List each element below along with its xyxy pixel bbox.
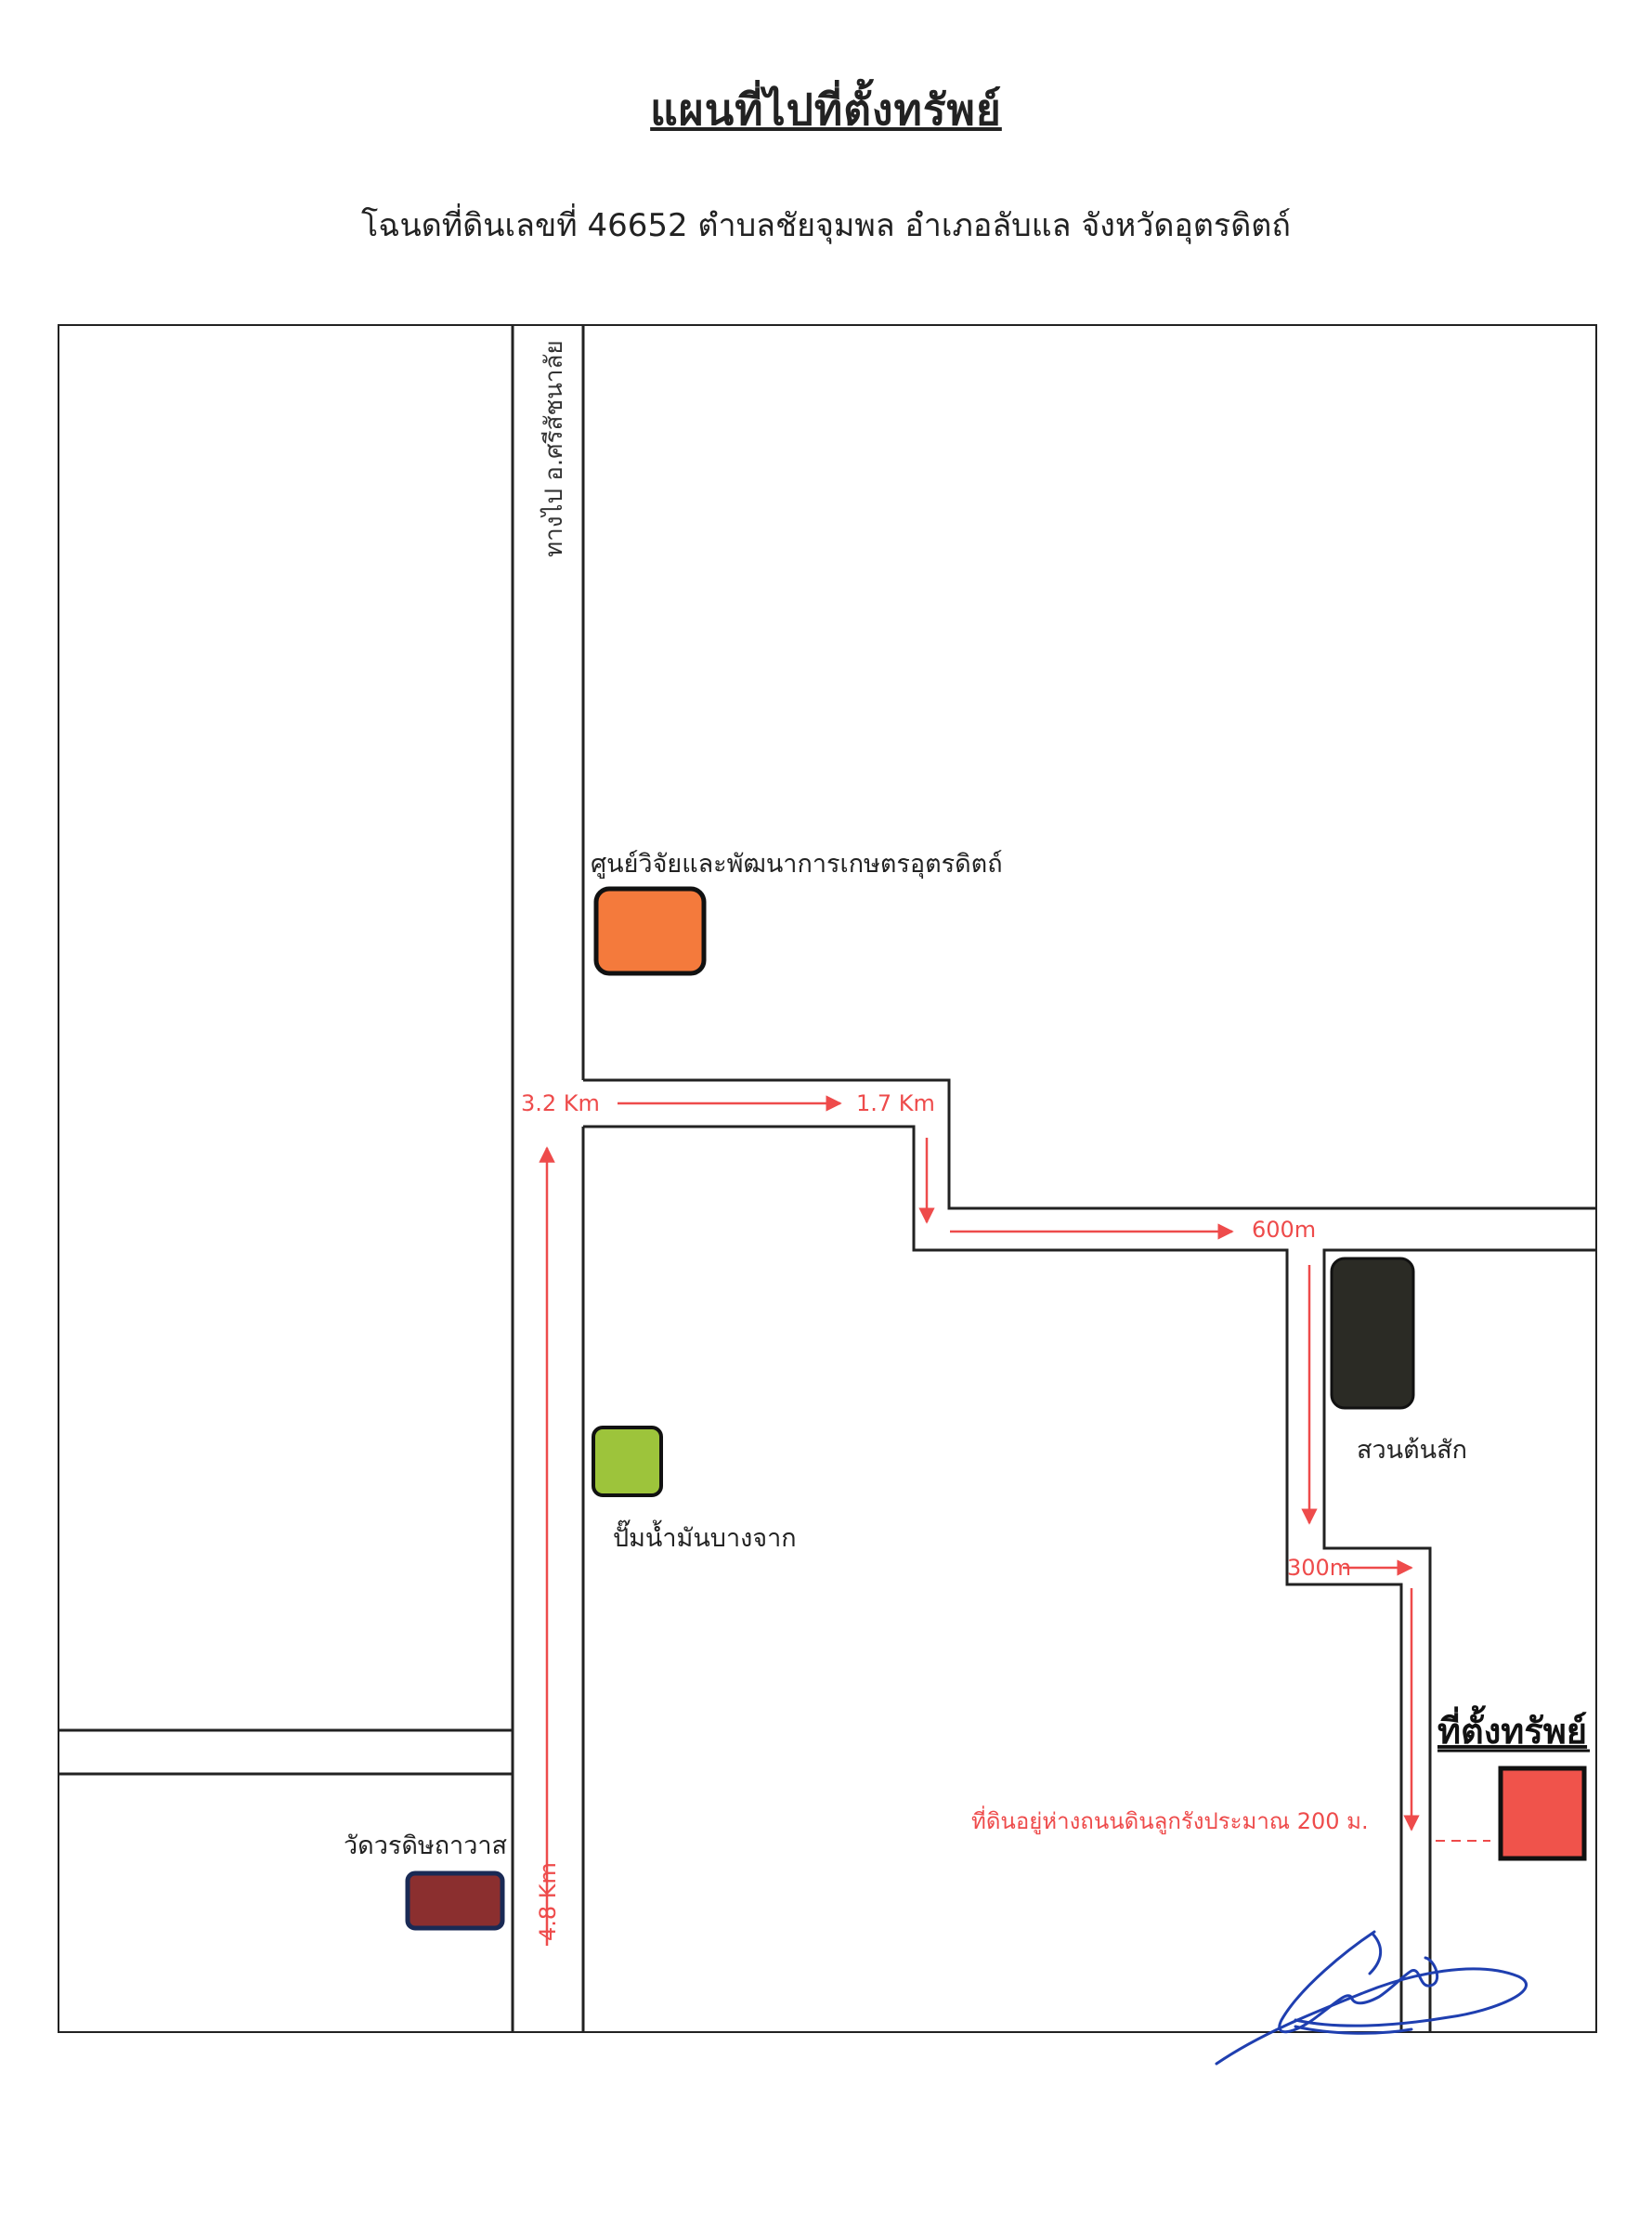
property-marker — [1498, 1766, 1587, 1861]
road-label: ทางไป อ.ศรีสัชนาลัย — [540, 340, 568, 557]
research-center-marker — [593, 886, 707, 976]
distance-label: 600m — [1252, 1217, 1316, 1243]
distance-label: 3.2 Km — [521, 1090, 600, 1116]
landmark-label: สวนต้นสัก — [1357, 1436, 1467, 1465]
deed-description: โฉนดที่ดินเลขที่ 46652 ตำบลชัยจุมพล อำเภ… — [361, 207, 1291, 244]
road-edge — [1322, 1248, 1596, 2032]
distance-label: 300m — [1287, 1555, 1351, 1581]
road-edge — [583, 1125, 1403, 2032]
map-frame — [58, 324, 1597, 2033]
landmark-label: วัดวรดิษถาวาส — [344, 1831, 507, 1860]
distance-label: 4.8 Km — [535, 1862, 561, 1941]
landmark-label: ปั๊มน้ำมันบางจาก — [613, 1519, 797, 1553]
signature-mark — [1215, 1930, 1528, 2066]
distance-note: ที่ดินอยู่ห่างถนนดินลูกรังประมาณ 200 ม. — [971, 1805, 1369, 1835]
landmark-label: ศูนย์วิจัยและพัฒนาการเกษตรอุตรดิตถ์ — [591, 849, 1003, 880]
road-edge — [583, 1078, 1596, 1210]
distance-label: 1.7 Km — [856, 1090, 935, 1116]
property-label: ที่ตั้งทรัพย์ — [1437, 1705, 1587, 1752]
gas-station-marker — [592, 1426, 663, 1497]
page-title: แผนที่ไปที่ตั้งทรัพย์ — [650, 85, 1002, 135]
teak-garden-marker — [1330, 1257, 1415, 1410]
temple-marker — [405, 1871, 505, 1931]
